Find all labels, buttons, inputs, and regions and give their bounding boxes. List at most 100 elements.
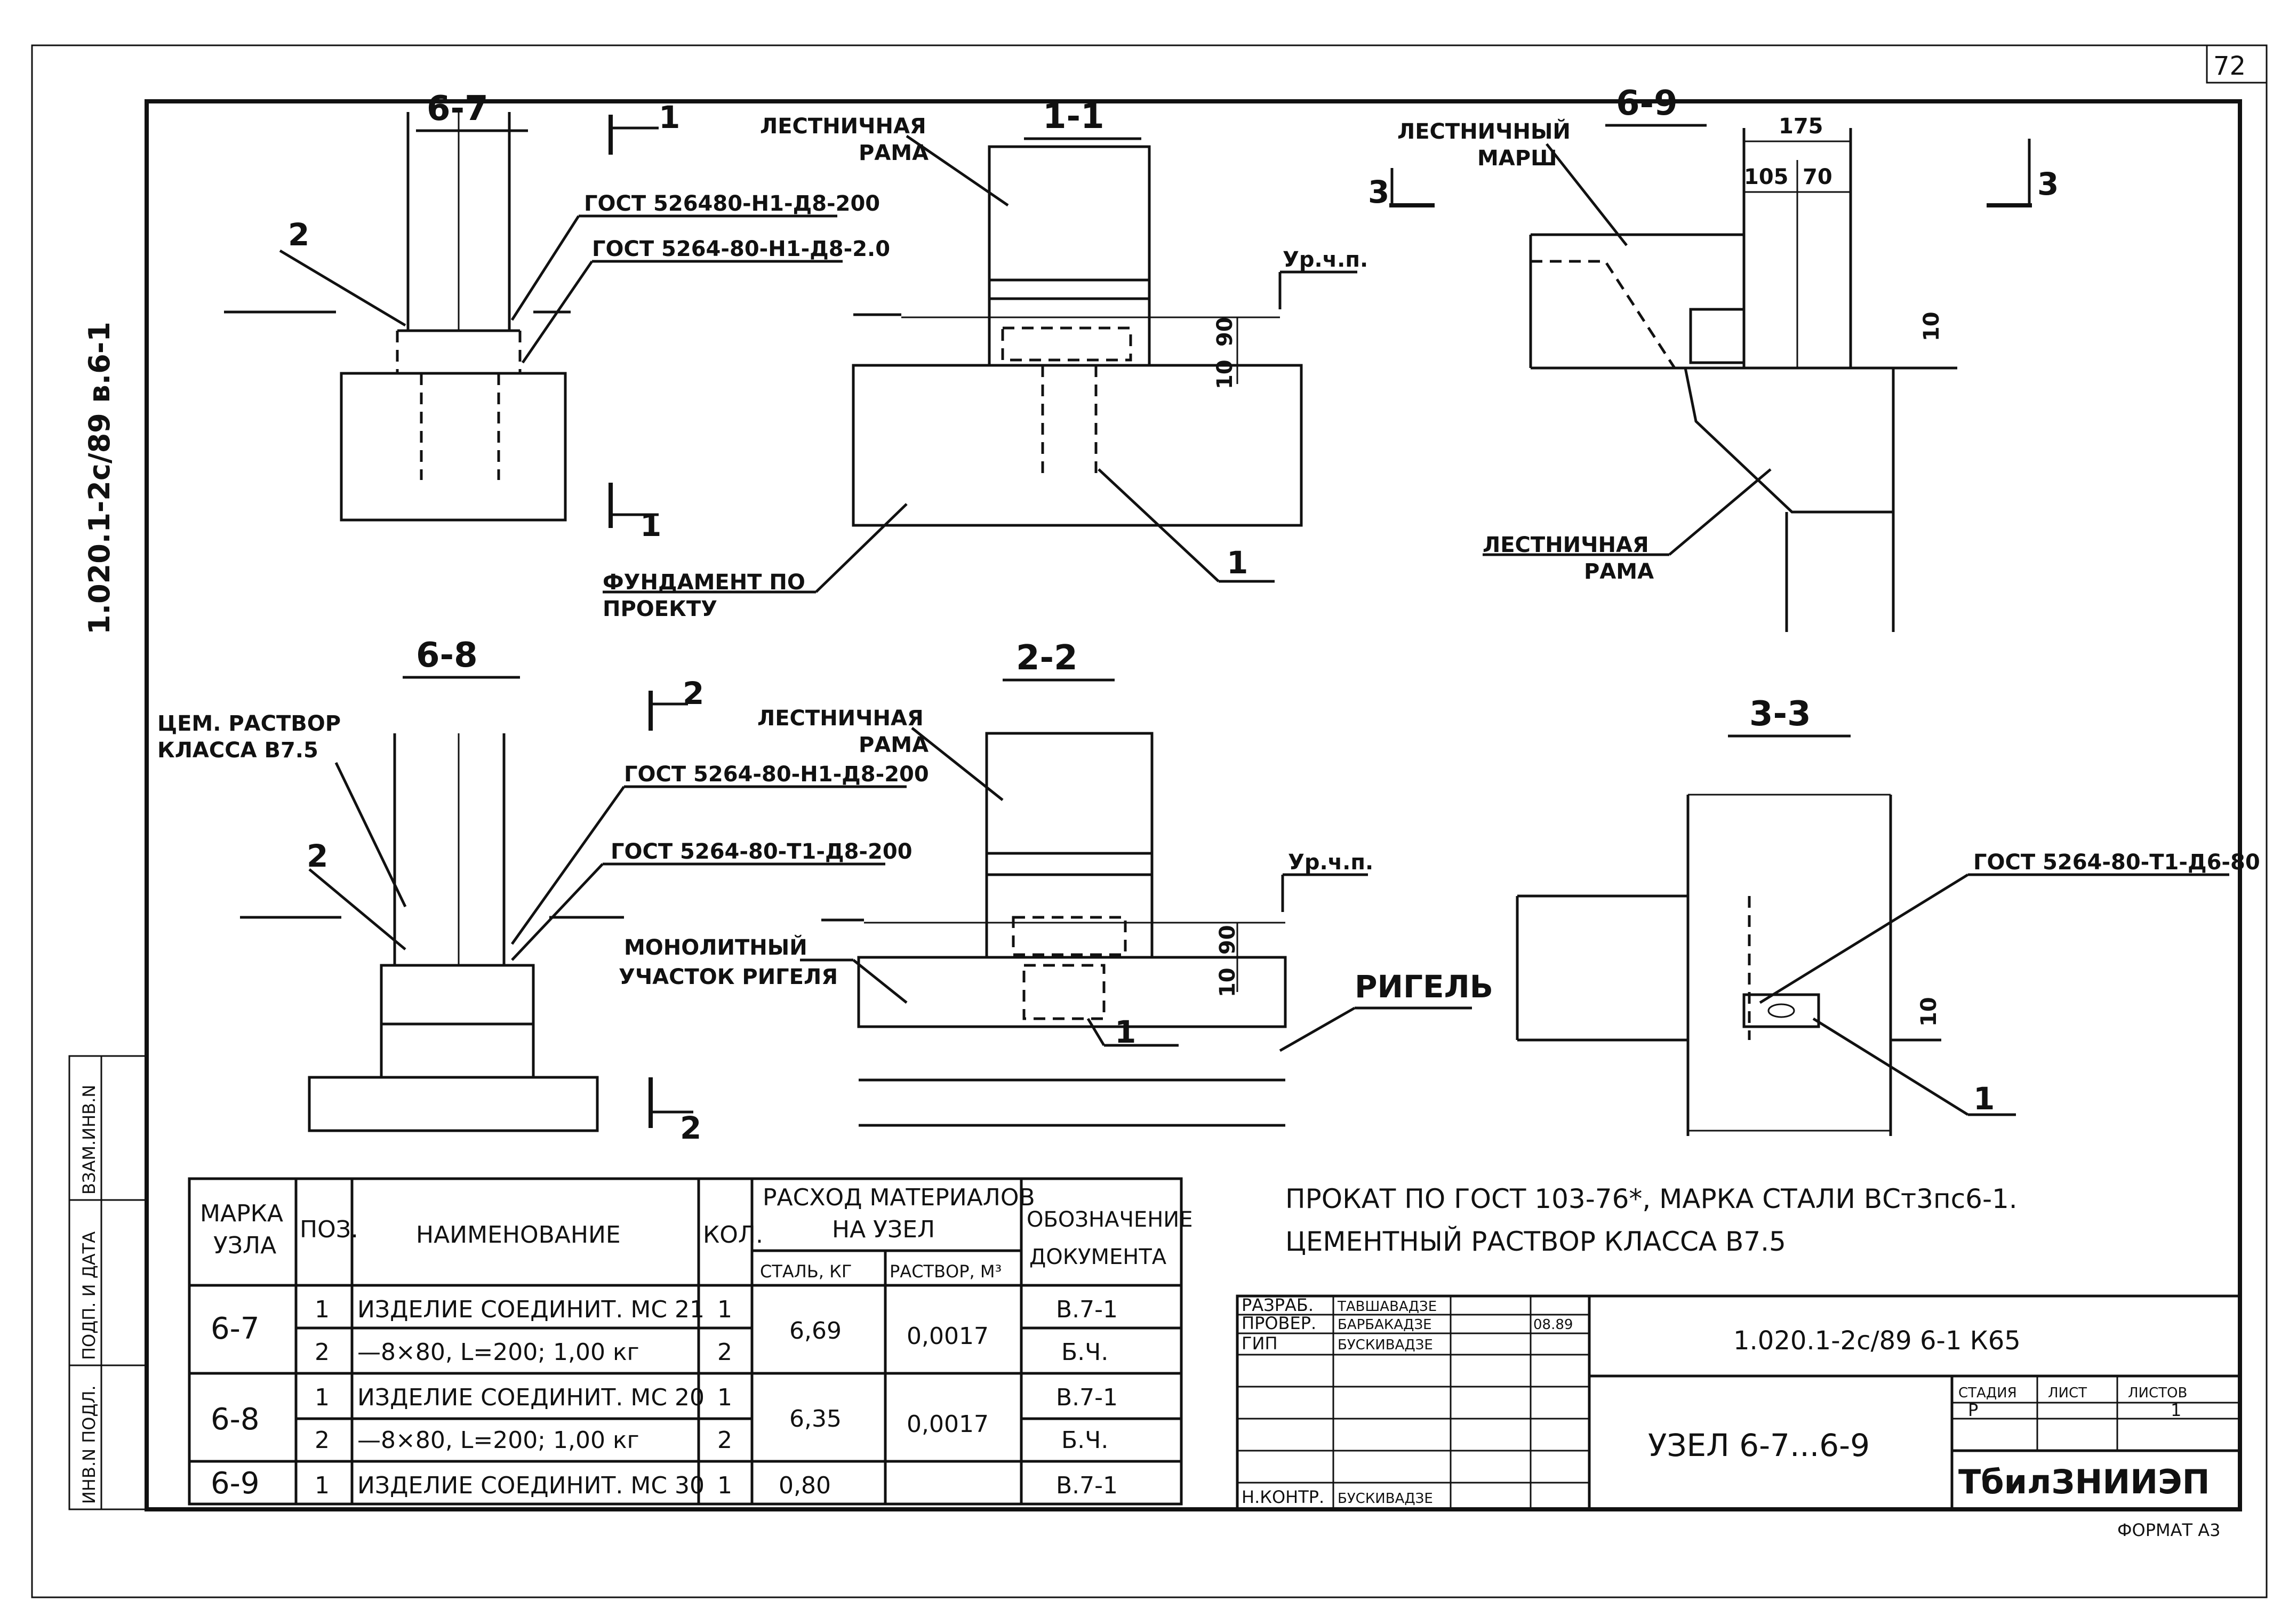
th-qty: КОЛ. [703, 1221, 763, 1249]
s69-frame-2: РАМА [1584, 559, 1654, 584]
row3-pos: 1 [315, 1384, 330, 1411]
section-6-8: 6-8 ЦЕМ. РАСТВОР КЛАССА В7.5 2 2 2 ГОСТ … [157, 636, 929, 1146]
tb-organization: ТбилЗНИИЭП [1958, 1462, 2210, 1501]
tb-name-3: БУСКИВАДЗЕ [1338, 1337, 1433, 1353]
title-block: РАЗРАБ. ПРОВЕР. ГИП Н.КОНТР. ТАВШАВАДЗЕ … [1236, 1294, 2242, 1511]
tb-role-7: Н.КОНТР. [1242, 1487, 1324, 1507]
s22-title: 2-2 [1016, 638, 1078, 678]
th-cons-1: РАСХОД МАТЕРИАЛОВ [763, 1184, 1035, 1211]
th-mortar: РАСТВОР, М³ [890, 1261, 1002, 1282]
s11-foundation-1: ФУНДАМЕНТ ПО [603, 570, 805, 595]
row3-steel: 6,35 [789, 1405, 842, 1433]
s68-cut-bottom: 2 [680, 1110, 701, 1146]
s11-frame-label-1: ЛЕСТНИЧНАЯ [760, 114, 926, 139]
s69-dim-10: 10 [1919, 311, 1944, 341]
s67-gost-top: ГОСТ 526480-Н1-Д8-200 [584, 191, 880, 216]
section-3-3: 3-3 10 ГОСТ 5264-80-Т1-Д6-80 1 [1516, 694, 2260, 1136]
s22-dim-90: 90 [1215, 925, 1240, 955]
s11-level-label: Ур.ч.п. [1283, 247, 1368, 272]
row2-qty: 2 [717, 1339, 732, 1366]
tb-sheets-header: ЛИСТОВ [2128, 1385, 2187, 1401]
row1-mortar: 0,0017 [907, 1323, 989, 1350]
s22-monolith-2: УЧАСТОК РИГЕЛЯ [619, 965, 838, 989]
inner-frame [145, 99, 2242, 1511]
s67-cut-bottom: 1 [640, 507, 661, 543]
s69-stair-2: МАРШ [1477, 146, 1557, 171]
th-steel: СТАЛЬ, КГ [760, 1261, 852, 1282]
tb-role-2: ПРОВЕР. [1242, 1313, 1316, 1333]
row4-qty: 2 [717, 1427, 732, 1454]
tb-date-2: 08.89 [1533, 1317, 1573, 1333]
th-pos: ПОЗ. [300, 1216, 358, 1243]
tb-sheets-value: 1 [2171, 1400, 2181, 1420]
s22-monolith-1: МОНОЛИТНЫЙ [624, 934, 807, 960]
s67-title: 6-7 [427, 89, 489, 129]
section-1-1: 1-1 ЛЕСТНИЧНАЯ РАМА Ур.ч.п. 90 10 ФУНДАМ… [603, 97, 1368, 621]
s11-pos-1: 1 [1227, 545, 1248, 581]
s69-dim-175: 175 [1779, 114, 1823, 139]
section-6-9: 6-9 ЛЕСТНИЧНЫЙ МАРШ 175 105 70 3 3 10 [1368, 84, 2059, 632]
s69-cut-right: 3 [2037, 166, 2059, 202]
s11-frame-label-2: РАМА [859, 141, 929, 165]
outer-frame [31, 44, 2268, 1598]
row1-pos: 1 [315, 1296, 330, 1323]
row2-pos: 2 [315, 1339, 330, 1366]
side-stamp-inv: ИНВ.N ПОДЛ. [79, 1385, 99, 1504]
row1-qty: 1 [717, 1296, 732, 1323]
s22-level-label: Ур.ч.п. [1288, 850, 1373, 875]
row1-mark: 6-7 [211, 1311, 259, 1346]
row4-pos: 2 [315, 1427, 330, 1454]
s68-pos-2: 2 [307, 838, 328, 874]
row5-doc: В.7-1 [1056, 1472, 1118, 1499]
row5-qty: 1 [717, 1472, 732, 1499]
row4-name: —8×80, L=200; 1,00 кг [357, 1427, 639, 1454]
row1-doc: В.7-1 [1056, 1296, 1118, 1323]
s68-gost-top: ГОСТ 5264-80-Н1-Д8-200 [624, 762, 929, 787]
tb-stage-header: СТАДИЯ [1958, 1385, 2017, 1401]
s68-mortar-2: КЛАССА В7.5 [157, 738, 318, 763]
row3-mortar: 0,0017 [907, 1411, 989, 1438]
th-mark-1: МАРКА [200, 1200, 283, 1227]
s33-dim-10: 10 [1917, 997, 1941, 1027]
th-name: НАИМЕНОВАНИЕ [416, 1221, 621, 1249]
s22-pos-1: 1 [1115, 1014, 1136, 1050]
row3-qty: 1 [717, 1384, 732, 1411]
row5-mark: 6-9 [211, 1466, 259, 1501]
s68-cut-top: 2 [683, 675, 704, 711]
s68-mortar-1: ЦЕМ. РАСТВОР [157, 711, 341, 736]
side-stamp: ИНВ.N ПОДЛ. ПОДП. И ДАТА ВЗАМ.ИНВ.N [68, 1055, 148, 1510]
s33-gost: ГОСТ 5264-80-Т1-Д6-80 [1973, 850, 2260, 875]
tb-role-3: ГИП [1242, 1333, 1278, 1354]
th-doc-1: ОБОЗНАЧЕНИЕ [1027, 1207, 1192, 1232]
s67-gost-bottom: ГОСТ 5264-80-Н1-Д8-2.0 [592, 237, 890, 261]
row5-pos: 1 [315, 1472, 330, 1499]
s69-dim-70: 70 [1803, 165, 1832, 189]
s22-dim-10: 10 [1215, 967, 1240, 997]
row3-mark: 6-8 [211, 1402, 259, 1437]
s33-title: 3-3 [1749, 694, 1811, 734]
side-stamp-replace: ВЗАМ.ИНВ.N [79, 1085, 99, 1195]
section-2-2: 2-2 ЛЕСТНИЧНАЯ РАМА Ур.ч.п. 90 10 МОНОЛИ… [619, 638, 1493, 1127]
tb-designation: 1.020.1-2с/89 6-1 К65 [1733, 1326, 2021, 1356]
row5-name: ИЗДЕЛИЕ СОЕДИНИТ. МС 30 [357, 1472, 705, 1499]
s69-title: 6-9 [1616, 84, 1678, 123]
s11-dim-90: 90 [1213, 317, 1237, 347]
s67-pos-2: 2 [288, 217, 309, 253]
s67-cut-top: 1 [659, 99, 680, 135]
tb-node-title: УЗЕЛ 6-7...6-9 [1648, 1427, 1870, 1463]
note-1: ПРОКАТ ПО ГОСТ 103-76*, МАРКА СТАЛИ ВСт3… [1285, 1183, 2018, 1214]
row4-doc: Б.Ч. [1061, 1427, 1108, 1454]
s22-rigel-label: РИГЕЛЬ [1355, 969, 1493, 1005]
section-6-7: 6-7 1 1 2 ГОСТ 526480-Н1-Д8-200 ГОСТ 526 [224, 89, 890, 543]
tb-stage-value: Р [1968, 1400, 1978, 1420]
s69-stair-1: ЛЕСТНИЧНЫЙ [1397, 118, 1571, 144]
th-mark-2: УЗЛА [213, 1232, 276, 1259]
s22-frame-2: РАМА [859, 733, 929, 757]
row1-steel: 6,69 [789, 1317, 842, 1345]
row2-doc: Б.Ч. [1061, 1339, 1108, 1366]
s69-frame-1: ЛЕСТНИЧНАЯ [1483, 533, 1649, 557]
s69-cut-left: 3 [1368, 174, 1389, 210]
format-label: ФОРМАТ А3 [2117, 1520, 2221, 1540]
s11-title: 1-1 [1043, 97, 1105, 137]
